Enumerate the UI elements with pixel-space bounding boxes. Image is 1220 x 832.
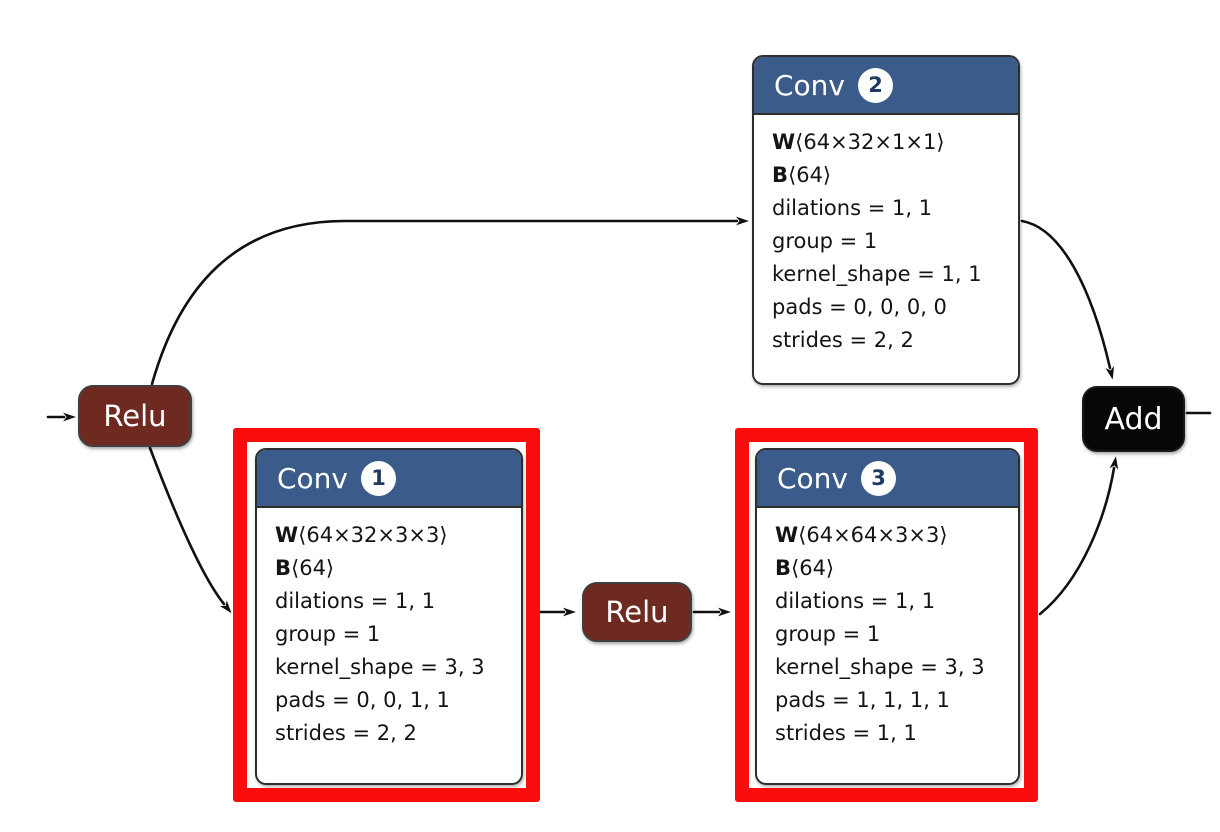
node-conv1[interactable]: Conv 1 W⟨64×32×3×3⟩ B⟨64⟩ dilations = 1,…: [255, 448, 523, 785]
weights-row: W⟨64×64×3×3⟩: [775, 523, 948, 547]
highlight-frame-conv3: [735, 428, 1038, 802]
param-row: group = 1: [275, 622, 381, 646]
edge-conv2-to-add: [1020, 219, 1115, 380]
param-row: kernel_shape = 3, 3: [275, 655, 485, 679]
op-name: Conv: [277, 461, 348, 495]
edge-conv3-to-add: [1038, 456, 1119, 616]
conv-param-list: W⟨64×64×3×3⟩ B⟨64⟩ dilations = 1, 1 grou…: [757, 508, 1018, 750]
op-name: Conv: [774, 68, 845, 102]
op-name: Conv: [777, 461, 848, 495]
node-number-badge: 3: [861, 460, 896, 496]
bias-row: B⟨64⟩: [275, 556, 335, 580]
node-relu-mid[interactable]: Relu: [582, 582, 692, 642]
node-conv2[interactable]: Conv 2 W⟨64×32×1×1⟩ B⟨64⟩ dilations = 1,…: [752, 55, 1020, 385]
conv-header: Conv 1: [257, 450, 521, 508]
edge-relu-to-conv2: [150, 216, 749, 386]
param-row: pads = 0, 0, 0, 0: [772, 295, 947, 319]
bias-row: B⟨64⟩: [775, 556, 835, 580]
bias-row: B⟨64⟩: [772, 163, 832, 187]
param-row: kernel_shape = 3, 3: [775, 655, 985, 679]
param-row: pads = 1, 1, 1, 1: [775, 688, 950, 712]
node-relu-input[interactable]: Relu: [78, 385, 192, 447]
param-row: dilations = 1, 1: [775, 589, 936, 613]
param-row: strides = 2, 2: [275, 721, 417, 745]
param-row: dilations = 1, 1: [275, 589, 436, 613]
conv-header: Conv 2: [754, 57, 1018, 115]
param-row: strides = 1, 1: [775, 721, 917, 745]
param-row: group = 1: [772, 229, 878, 253]
param-row: group = 1: [775, 622, 881, 646]
node-label: Relu: [605, 595, 669, 629]
node-label: Add: [1104, 401, 1163, 437]
highlight-frame-conv1: [233, 428, 540, 802]
node-conv3[interactable]: Conv 3 W⟨64×64×3×3⟩ B⟨64⟩ dilations = 1,…: [755, 448, 1020, 785]
node-add[interactable]: Add: [1082, 386, 1185, 452]
param-row: pads = 0, 0, 1, 1: [275, 688, 450, 712]
param-row: strides = 2, 2: [772, 328, 914, 352]
conv-param-list: W⟨64×32×3×3⟩ B⟨64⟩ dilations = 1, 1 grou…: [257, 508, 521, 750]
conv-header: Conv 3: [757, 450, 1018, 508]
node-label: Relu: [103, 399, 167, 433]
param-row: dilations = 1, 1: [772, 196, 933, 220]
edge-relu-to-conv1: [148, 446, 232, 614]
weights-row: W⟨64×32×3×3⟩: [275, 523, 448, 547]
node-number-badge: 2: [858, 67, 893, 103]
weights-row: W⟨64×32×1×1⟩: [772, 130, 945, 154]
param-row: kernel_shape = 1, 1: [772, 262, 982, 286]
node-number-badge: 1: [361, 460, 396, 496]
conv-param-list: W⟨64×32×1×1⟩ B⟨64⟩ dilations = 1, 1 grou…: [754, 115, 1018, 357]
